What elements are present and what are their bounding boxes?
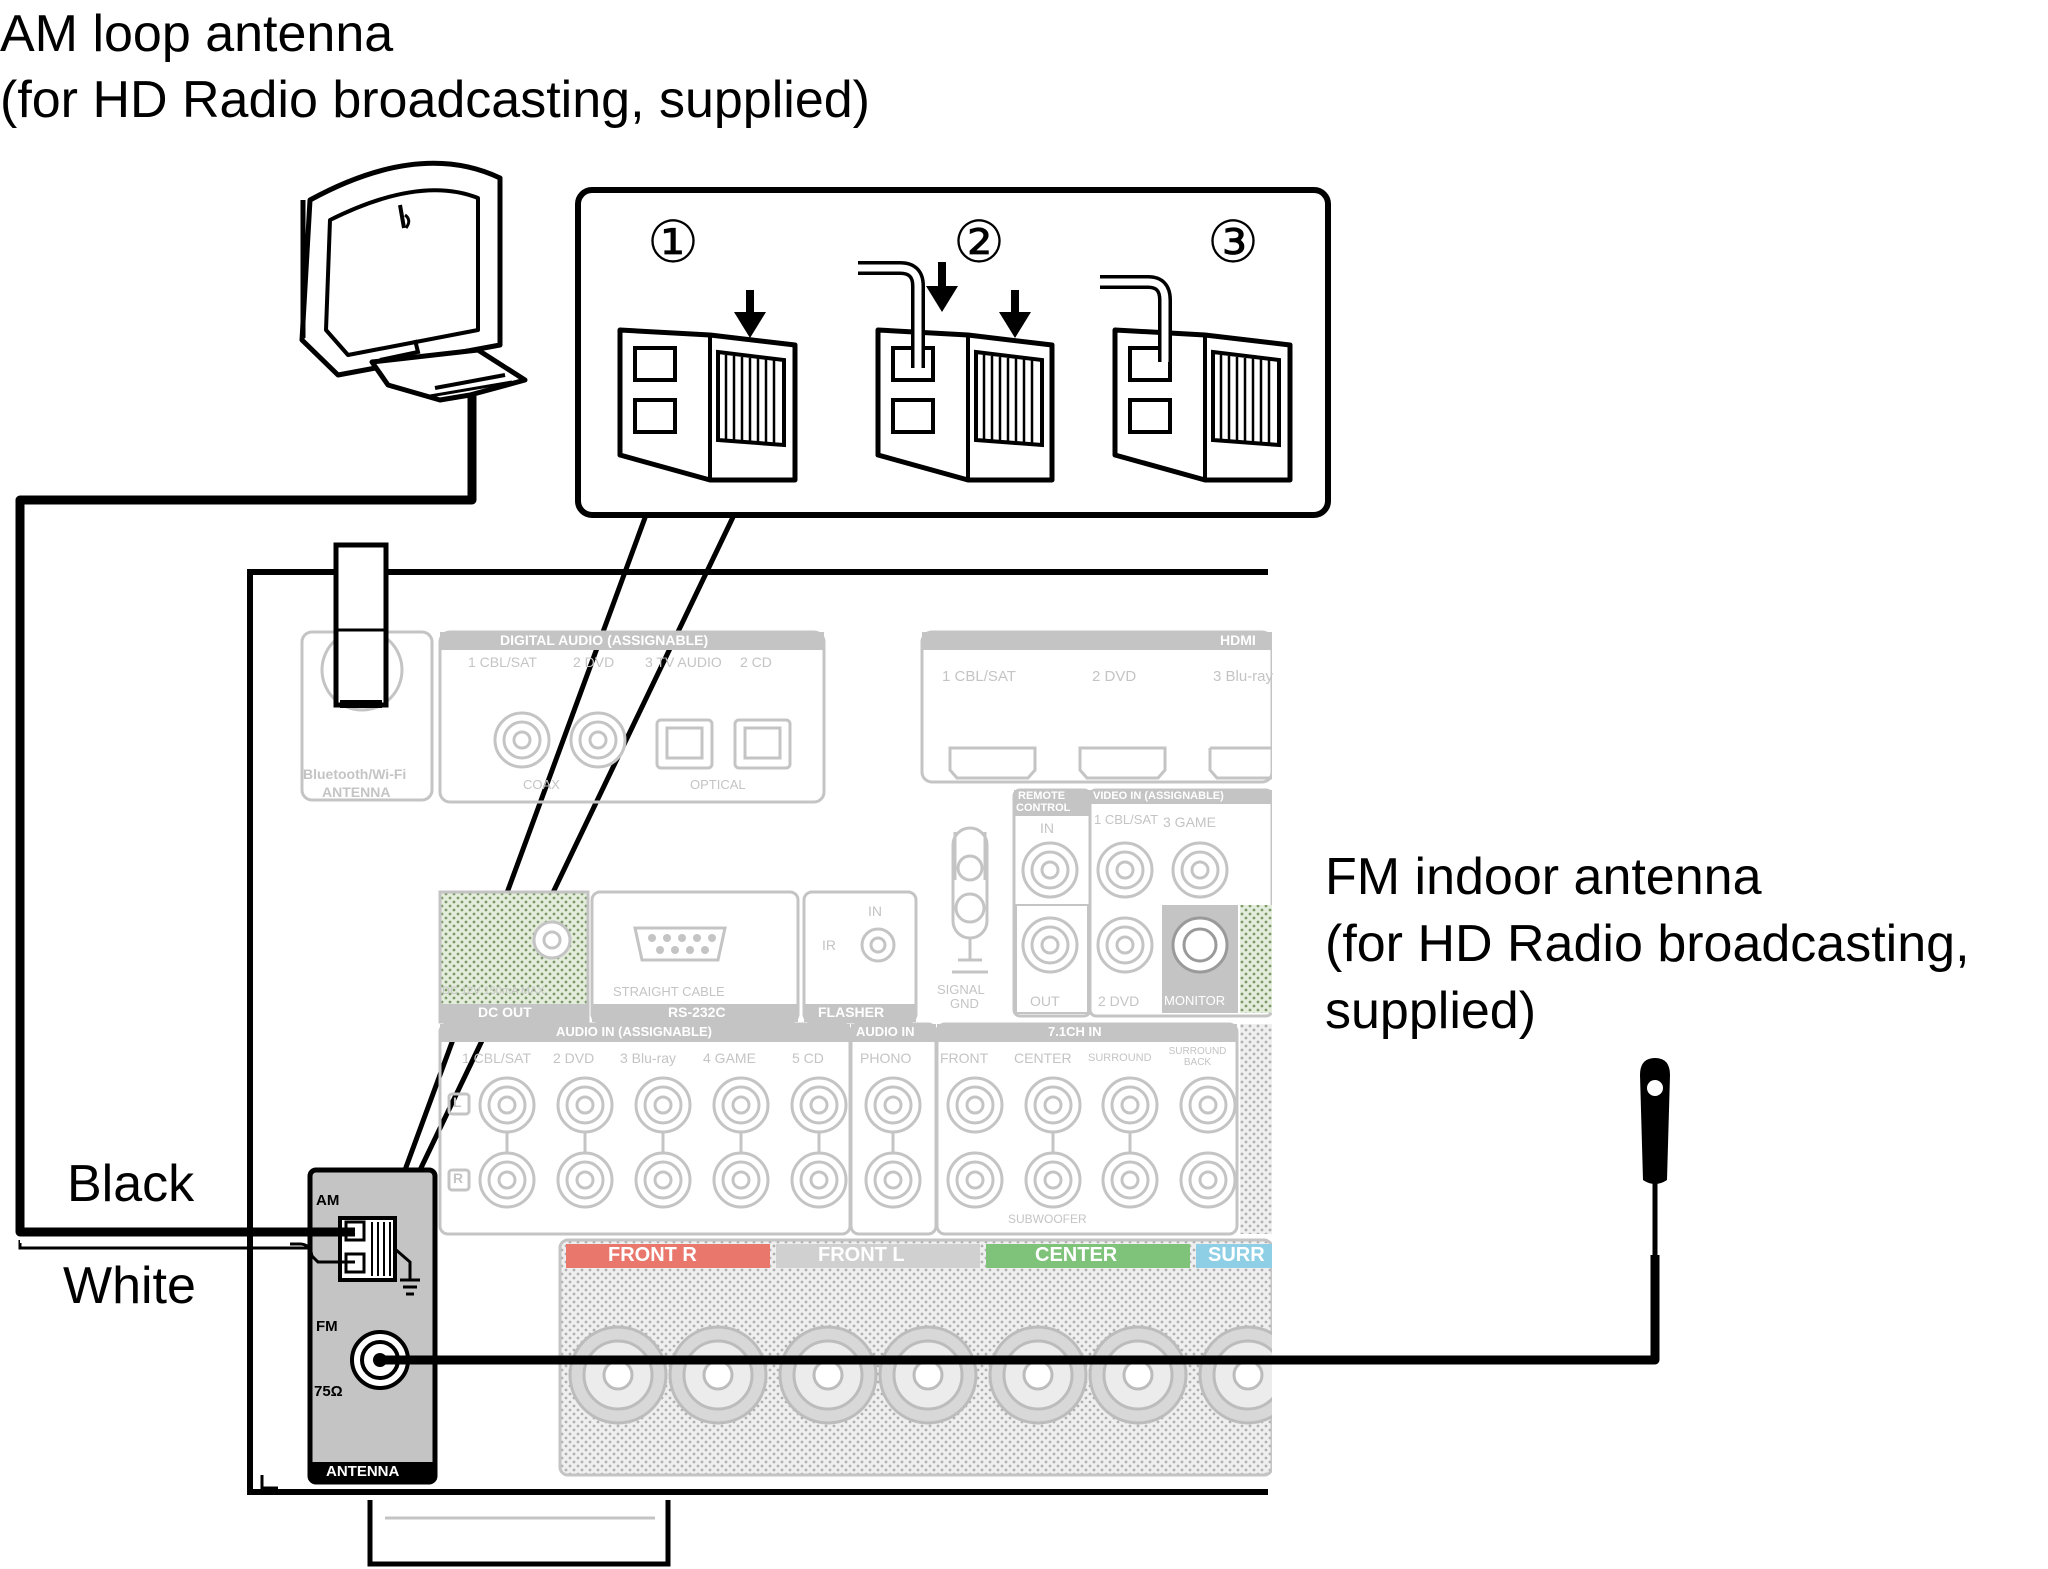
bt-wifi-label: Bluetooth/Wi-Fi: [303, 766, 407, 782]
am-antenna-subtitle: (for HD Radio broadcasting, supplied): [0, 71, 870, 129]
speaker-header-bar: [1196, 1244, 1272, 1268]
flasher-in-label: IN: [868, 903, 882, 919]
am-loop-antenna: [299, 160, 528, 403]
ir-label: IR: [822, 937, 836, 953]
gnd-label: GND: [950, 996, 979, 1011]
audio-input-4: 4 GAME: [703, 1050, 756, 1066]
subwoofer-label: SUBWOOFER: [1008, 1212, 1087, 1226]
white-wire-label: White: [63, 1257, 196, 1315]
audio-in-phono-header: AUDIO IN: [856, 1024, 915, 1039]
straight-cable-label: STRAIGHT CABLE: [613, 984, 725, 999]
monitor-label: MONITOR: [1164, 993, 1226, 1008]
hdmi-header: HDMI: [1220, 632, 1256, 648]
am-terminal-label: AM: [316, 1192, 340, 1209]
speaker-header-bar: [776, 1244, 980, 1268]
step-3-number: ③: [1207, 210, 1259, 275]
bt-antenna-label: ANTENNA: [322, 784, 391, 800]
right-channel-mark: R: [453, 1170, 464, 1186]
digital-input-4: 2 CD: [740, 654, 772, 670]
digital-input-2: 2 DVD: [573, 654, 615, 670]
audio-input-5: 5 CD: [792, 1050, 824, 1066]
fm-antenna-title: FM indoor antenna: [1325, 848, 1762, 906]
speaker-front-l: FRONT L: [818, 1244, 905, 1266]
ch71-center: CENTER: [1014, 1050, 1072, 1066]
rs232c-label: RS-232C: [668, 1004, 726, 1020]
remote-label-2: CONTROL: [1016, 802, 1071, 814]
video-in-header: VIDEO IN (ASSIGNABLE): [1093, 790, 1224, 802]
signal-label: SIGNAL: [937, 982, 985, 997]
speaker-center: CENTER: [1035, 1244, 1118, 1266]
speaker-surround: SURR: [1208, 1244, 1265, 1266]
terminal-step-1: [617, 290, 798, 483]
digital-audio-header: DIGITAL AUDIO (ASSIGNABLE): [500, 632, 709, 648]
audio-input-2: 2 DVD: [553, 1050, 595, 1066]
am-white-wire: [290, 1242, 355, 1264]
dc-out-label: DC OUT: [478, 1004, 532, 1020]
video-input-1: 1 CBL/SAT: [1094, 812, 1159, 827]
speaker-front-r: FRONT R: [608, 1244, 697, 1266]
ohm-label: 75Ω: [314, 1383, 343, 1400]
black-wire-label: Black: [67, 1155, 195, 1213]
audio-input-1: 1 CBL/SAT: [462, 1050, 531, 1066]
am-antenna-cable: [15, 396, 477, 1237]
flasher-label: FLASHER: [818, 1004, 885, 1020]
dc-spec-label: DC 12V 150mA MAX.: [442, 985, 548, 997]
fm-terminal-label: FM: [316, 1318, 338, 1335]
am-antenna-title: AM loop antenna: [0, 5, 394, 63]
step-2-number: ②: [953, 210, 1005, 275]
video-input-2: 2 DVD: [1098, 993, 1140, 1009]
antenna-panel-label: ANTENNA: [326, 1463, 400, 1480]
ch71-surround-back: SURROUND BACK: [1168, 1046, 1227, 1068]
fm-antenna-subtitle-2: supplied): [1325, 982, 1537, 1040]
video-input-3: 3 GAME: [1163, 814, 1216, 830]
audio-in-header: AUDIO IN (ASSIGNABLE): [556, 1024, 712, 1039]
coax-label: COAX: [523, 777, 560, 792]
fm-antenna-subtitle-1: (for HD Radio broadcasting,: [1325, 915, 1970, 973]
ch71-surround: SURROUND: [1088, 1052, 1152, 1064]
remote-out-label: OUT: [1030, 993, 1060, 1009]
fm-indoor-antenna: [380, 1058, 1670, 1365]
remote-label-1: REMOTE: [1018, 790, 1066, 802]
optical-label: OPTICAL: [690, 777, 746, 792]
hdmi-input-3: 3 Blu-ray: [1213, 668, 1274, 685]
hdmi-input-2: 2 DVD: [1092, 668, 1137, 685]
digital-input-1: 1 CBL/SAT: [468, 654, 537, 670]
remote-in-label: IN: [1040, 820, 1054, 836]
phono-label: PHONO: [860, 1050, 912, 1066]
terminal-step-2: [858, 261, 1055, 483]
left-channel-mark: L: [453, 1094, 462, 1110]
terminal-step-3: [1100, 275, 1293, 483]
hdmi-input-1: 1 CBL/SAT: [942, 668, 1016, 685]
ch71-front: FRONT: [940, 1050, 989, 1066]
speaker-header-bar: [986, 1244, 1190, 1268]
step-1-number: ①: [647, 210, 699, 275]
ch71-header: 7.1CH IN: [1048, 1024, 1102, 1039]
audio-input-3: 3 Blu-ray: [620, 1050, 677, 1066]
digital-input-3: 3 TV AUDIO: [645, 654, 722, 670]
speaker-header-bar: [566, 1244, 770, 1268]
